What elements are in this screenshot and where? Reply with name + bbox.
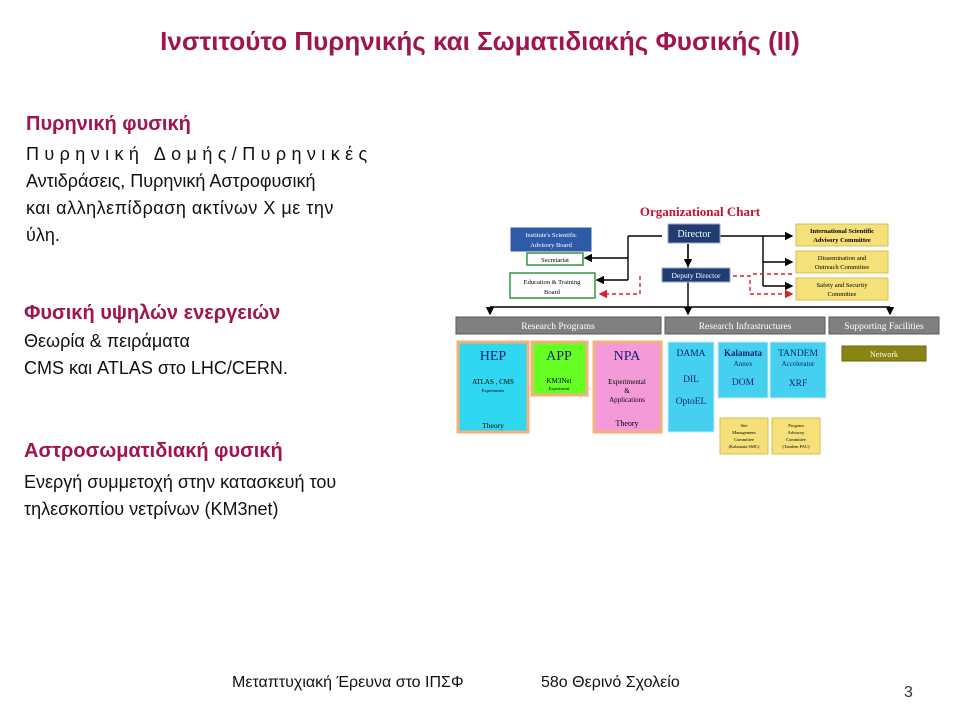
npa-sub-label: Experimental [608, 378, 646, 386]
section-body-nuclear: Πυρηνική Δομής/Πυρηνικές Αντιδράσεις, Πυ… [26, 141, 440, 249]
npa-box [592, 340, 663, 434]
site-management-committee-box [719, 417, 769, 455]
hep-label: HEP [480, 349, 507, 364]
research-infrastructures-label: Research Infrastructures [699, 321, 792, 332]
footer-left: Μεταπτυχιακή Έρευνα στο ΙΠΣΦ [232, 674, 464, 691]
optoel-label: OptoEL [676, 397, 707, 407]
section-heading-hep: Φυσική υψηλών ενεργειών [24, 302, 281, 324]
tandem-box [769, 341, 827, 399]
section-line: ύλη. [26, 225, 60, 245]
section-line: Ενεργή συμμετοχή στην κατασκευή του [24, 472, 337, 492]
footer-right: 58ο Θερινό Σχολείο [541, 674, 680, 691]
hep-box [456, 340, 530, 434]
director-box [667, 223, 721, 244]
international-committee-label: International Scientific [810, 228, 874, 235]
advisory-board-label: Institute's Scientific [525, 232, 577, 239]
program-advisory-label: Program [788, 423, 804, 428]
section-line: Αντιδράσεις, Πυρηνική Αστροφυσική [26, 171, 316, 191]
section-heading-nuclear: Πυρηνική φυσική [26, 113, 191, 135]
hep-sub-label: ATLAS , CMS [472, 378, 514, 386]
hep-sub-label: Experiments [482, 388, 505, 393]
deputy-director-box [661, 267, 731, 283]
dissemination-committee-box [795, 250, 889, 274]
kalamata-box [717, 341, 769, 399]
app-label: APP [546, 349, 572, 364]
connectors [485, 231, 895, 316]
secretariat-label: Secretariat [541, 257, 569, 264]
dissemination-committee-label: Outreach Committee [815, 264, 869, 271]
advisory-board-label: Advisory Board [530, 242, 572, 249]
site-management-label: Management [732, 430, 756, 435]
dissemination-committee-label: Dissemination and [818, 255, 867, 262]
section-heading-astro: Αστροσωματιδιακή φυσική [24, 440, 283, 462]
org-chart: Organizational Chart Institute's Scienti… [455, 204, 940, 455]
education-board-label: Education & Training [524, 279, 581, 286]
program-advisory-label: Committee [786, 437, 806, 442]
dama-label: DAMA [676, 349, 705, 359]
safety-committee-label: Safety and Security [817, 282, 869, 289]
section-line: και αλληλεπίδραση ακτίνων Χ με την [26, 198, 334, 218]
site-management-label: (Kalamata SMC) [729, 444, 760, 449]
network-box [841, 345, 927, 362]
supporting-facilities-label: Supporting Facilities [844, 322, 924, 332]
app-sub-label: Experiment [549, 386, 571, 391]
slide-title: Ινστιτούτο Πυρηνικής και Σωματιδιακής Φυ… [160, 26, 800, 56]
safety-committee-label: Committee [828, 291, 857, 298]
education-board-label: Board [544, 289, 561, 296]
site-management-label: Committee [734, 437, 754, 442]
supporting-facilities-bar [828, 316, 940, 335]
app-sub-label: KM3Net [547, 377, 572, 385]
safety-committee-box [795, 277, 889, 301]
international-committee-box [795, 223, 889, 247]
xrf-label: XRF [789, 379, 807, 389]
hep-theory-label: Theory [482, 421, 504, 430]
site-management-label: Site [740, 423, 747, 428]
research-infrastructures-bar [664, 316, 826, 335]
international-committee-label: Advisory Committee [813, 237, 871, 244]
npa-theory-label: Theory [615, 419, 638, 428]
tandem-label: TANDEM [778, 349, 818, 359]
program-advisory-committee-box [771, 417, 821, 455]
kalamata-label: Kalamata [724, 348, 762, 358]
section-body-hep: Θεωρία & πειράματα CMS και ATLAS στο LHC… [24, 328, 288, 382]
dom-label: DOM [732, 378, 755, 388]
advisory-board-box [509, 226, 593, 253]
program-advisory-label: (Tandem PAC) [783, 444, 810, 449]
npa-label: NPA [614, 349, 642, 364]
research-programs-bar [455, 316, 662, 335]
section-line: CMS και ATLAS στο LHC/CERN. [24, 358, 288, 378]
section-line: τηλεσκοπίου νετρίνων (ΚΜ3net) [24, 499, 279, 519]
org-chart-title: Organizational Chart [640, 204, 761, 219]
npa-sub-label: Applications [609, 396, 645, 404]
kalamata-sub-label: Annex [734, 360, 753, 368]
section-body-astro: Ενεργή συμμετοχή στην κατασκευή του τηλε… [24, 469, 336, 523]
secretariat-box [526, 252, 584, 266]
npa-sub-label: & [624, 387, 630, 395]
program-advisory-label: Advisory [788, 430, 805, 435]
education-board-box [509, 272, 596, 299]
dashed-connectors [598, 273, 794, 299]
app-box [530, 340, 589, 397]
section-line: Θεωρία & πειράματα [24, 331, 190, 351]
deputy-director-label: Deputy Director [672, 271, 721, 280]
director-label: Director [677, 229, 711, 240]
dama-box [667, 341, 715, 433]
network-label: Network [870, 350, 898, 359]
tandem-sub-label: Accelerator [782, 360, 815, 368]
page-number: 3 [904, 684, 913, 701]
section-line: Πυρηνική Δομής/Πυρηνικές [26, 144, 373, 164]
dil-label: DIL [683, 375, 699, 385]
research-programs-label: Research Programs [521, 322, 595, 332]
